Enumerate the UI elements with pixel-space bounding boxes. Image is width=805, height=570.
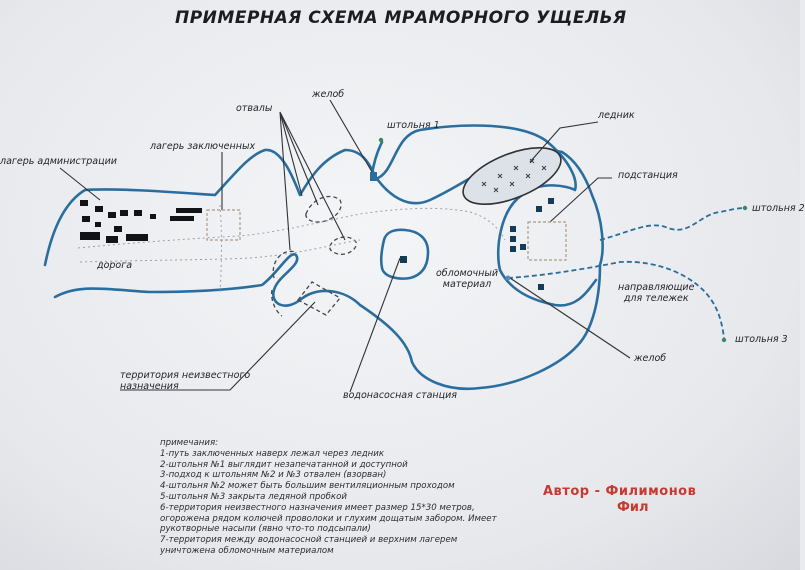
adit1-dot [378, 137, 384, 143]
glacier-area [462, 146, 562, 206]
admin-building [134, 210, 142, 216]
leader-substation [549, 177, 612, 223]
chamber-building [510, 246, 516, 252]
dump-outline-1 [305, 195, 342, 223]
label-substation: подстанция [618, 170, 678, 181]
admin-building [176, 208, 202, 213]
notes-title: примечания: [160, 438, 219, 448]
admin-building [95, 222, 101, 227]
label-unknown: территория неизвестного назначения [120, 370, 250, 392]
chamber-building [538, 284, 544, 290]
prisoners-camp-building [206, 209, 241, 241]
admin-building [80, 232, 100, 240]
admin-building [95, 206, 103, 212]
label-adit2: штольня 2 [752, 203, 805, 214]
note-line: 2-штольня №1 выглядит незапечатанной и д… [160, 459, 408, 470]
label-rails-line2: для тележек [623, 293, 689, 304]
admin-building [126, 234, 148, 241]
chamber-building [510, 236, 516, 242]
dump-outline-2 [329, 236, 357, 256]
diagram-title: ПРИМЕРНАЯ СХЕМА МРАМОРНОГО УЩЕЛЬЯ [175, 8, 627, 28]
label-chute: желоб [312, 89, 345, 100]
admin-building [108, 212, 116, 218]
dump-outline-4 [270, 289, 283, 317]
note-line: огорожена рядом колючей проволоки и глух… [160, 513, 497, 524]
track-to-adit2 [599, 207, 745, 241]
label-prisoners-camp: лагерь заключенных [150, 141, 256, 152]
adit2-dot [742, 205, 748, 211]
leader-chute [329, 99, 373, 173]
chamber-building [520, 244, 526, 250]
label-rails: направляющие для тележек [618, 282, 694, 304]
pump-station-island [379, 228, 430, 280]
gorge-upper-outline [43, 148, 377, 267]
chamber-building [548, 198, 554, 204]
leader-unknown [120, 301, 316, 391]
note-line: 3-подход к штольням №2 и №3 отвален (взо… [160, 470, 387, 481]
note-line: 1-путь заключенных наверх лежал через ле… [160, 448, 385, 459]
label-admin-camp: лагерь администрации [0, 156, 117, 167]
note-line: 5-штольня №3 закрыта ледяной пробкой [160, 491, 347, 502]
label-pump-station: водонасосная станция [343, 390, 457, 401]
author-line1: Автор - Филимонов [543, 484, 697, 499]
leader-chute2 [509, 277, 631, 359]
river-track [219, 204, 222, 293]
note-line: 4-штольня №2 может быть большим вентиляц… [160, 481, 455, 492]
unknown-territory-outline [297, 281, 341, 316]
author-line2: Фил [617, 500, 649, 515]
label-rails-line1: направляющие [618, 282, 695, 293]
adit1-marker [370, 172, 377, 181]
chamber-building [510, 226, 516, 232]
label-road: дорога [97, 260, 133, 271]
gorge-lower-outline [53, 253, 602, 391]
admin-building [120, 210, 128, 216]
label-debris-line1: обломочный [436, 268, 499, 279]
glacier-hatching [481, 158, 547, 193]
leader-glacier [529, 121, 599, 163]
label-adit1: штольня 1 [387, 120, 440, 131]
road-track-lower [79, 239, 361, 263]
substation-building [527, 221, 567, 261]
label-debris-line2: материал [442, 279, 492, 290]
label-glacier: ледник [598, 110, 635, 121]
admin-building [106, 236, 118, 243]
admin-building [114, 226, 122, 232]
note-line: рукотворные насыпи (явно что-то подсыпал… [160, 524, 371, 535]
notes-block: примечания: 1-путь заключенных наверх ле… [160, 438, 497, 557]
label-debris: обломочный материал [436, 268, 498, 290]
label-chute2: желоб [634, 353, 667, 364]
chute2-dot [505, 275, 511, 281]
adit3-dot [721, 337, 727, 343]
adit1-connector [370, 140, 384, 177]
label-adit3: штольня 3 [735, 334, 788, 345]
leader-admin-camp [59, 167, 101, 201]
pump-station-building [400, 256, 407, 263]
leader-pump-station [349, 257, 401, 393]
track-to-adit3 [507, 261, 725, 339]
leader-dumps [279, 111, 346, 251]
dump-outline-3 [272, 250, 297, 279]
admin-building [80, 200, 88, 206]
admin-building [170, 216, 194, 221]
label-unknown-line2: назначения [120, 381, 179, 392]
admin-building [150, 214, 156, 219]
chamber-building [536, 206, 542, 212]
note-line: 7-территория между водонасосной станцией… [160, 535, 458, 546]
admin-building [82, 216, 90, 222]
note-line: 6-территория неизвестного назначения име… [160, 502, 475, 513]
label-unknown-line1: территория неизвестного [120, 370, 251, 381]
road-track [77, 207, 506, 249]
label-dumps: отвалы [236, 103, 273, 114]
note-line: уничтожена обломочным материалом [160, 545, 334, 556]
east-chamber-inner-outline [376, 124, 598, 307]
